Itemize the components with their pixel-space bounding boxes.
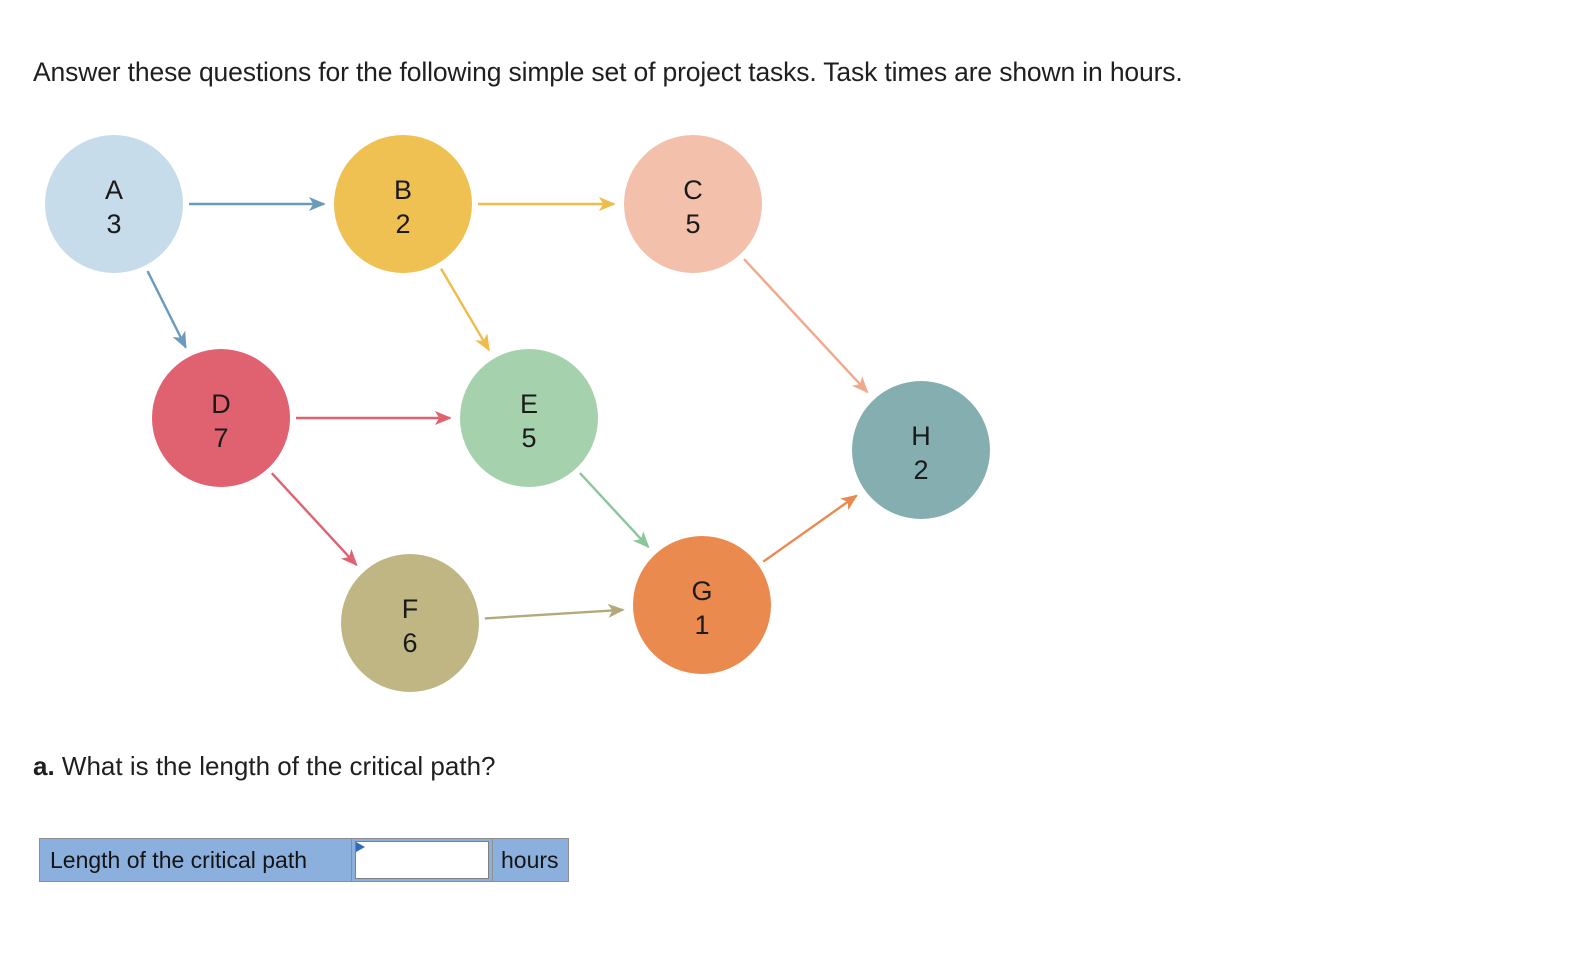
node-d: D7 — [152, 349, 290, 487]
edge-c-to-h — [743, 258, 869, 394]
node-h-label: H — [911, 421, 931, 451]
node-b: B2 — [334, 135, 472, 273]
node-b-label: B — [394, 175, 412, 205]
edge-d-to-f — [270, 472, 358, 567]
node-f-duration: 6 — [402, 628, 417, 658]
answer-label-text: Length of the critical path — [50, 846, 307, 873]
node-c: C5 — [624, 135, 762, 273]
node-g: G1 — [633, 536, 771, 674]
node-f-label: F — [402, 594, 419, 624]
node-d-duration: 7 — [213, 423, 228, 453]
node-e: E5 — [460, 349, 598, 487]
question-a: a. What is the length of the critical pa… — [33, 751, 496, 782]
answer-row: Length of the critical path hours — [39, 838, 569, 882]
intro-prompt: Answer these questions for the following… — [33, 57, 1183, 87]
node-h-duration: 2 — [913, 455, 928, 485]
answer-unit-text: hours — [501, 846, 559, 873]
question-a-letter: a. — [33, 751, 55, 781]
node-g-circle — [633, 536, 771, 674]
edge-g-to-h — [762, 494, 858, 563]
critical-path-length-input[interactable] — [355, 841, 489, 879]
node-a-label: A — [105, 175, 123, 205]
node-c-duration: 5 — [685, 209, 700, 239]
node-h: H2 — [852, 381, 990, 519]
edge-b-to-e — [440, 268, 490, 352]
node-g-duration: 1 — [694, 610, 709, 640]
edge-f-to-g — [484, 603, 625, 620]
edge-a-to-d — [146, 270, 187, 349]
node-d-circle — [152, 349, 290, 487]
node-c-circle — [624, 135, 762, 273]
node-f: F6 — [341, 554, 479, 692]
node-h-circle — [852, 381, 990, 519]
node-a-circle — [45, 135, 183, 273]
node-g-label: G — [691, 576, 712, 606]
question-a-text: What is the length of the critical path? — [61, 751, 496, 781]
answer-input-cell — [352, 839, 492, 881]
answer-unit-cell: hours — [492, 839, 568, 881]
node-d-label: D — [211, 389, 231, 419]
edge-e-to-g — [579, 472, 650, 549]
node-a-duration: 3 — [106, 209, 121, 239]
node-b-circle — [334, 135, 472, 273]
answer-label-cell: Length of the critical path — [40, 839, 352, 881]
node-e-label: E — [520, 389, 538, 419]
node-a: A3 — [45, 135, 183, 273]
node-c-label: C — [683, 175, 703, 205]
edges-group — [146, 196, 869, 620]
node-e-circle — [460, 349, 598, 487]
node-e-duration: 5 — [521, 423, 536, 453]
node-b-duration: 2 — [395, 209, 410, 239]
node-f-circle — [341, 554, 479, 692]
